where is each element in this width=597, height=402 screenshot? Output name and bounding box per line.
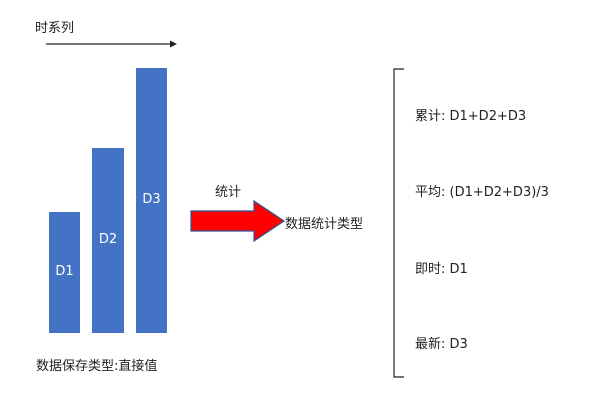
stat-type-average: 平均: (D1+D2+D3)/3	[415, 185, 549, 200]
stat-type-cumulative: 累计: D1+D2+D3	[415, 109, 527, 124]
bar-d3-label: D3	[142, 192, 161, 207]
stat-type-instant: 即时: D1	[415, 262, 468, 277]
bar-d1-label: D1	[55, 264, 74, 279]
time-axis-arrow	[46, 40, 177, 48]
storage-type-caption: 数据保存类型:直接值	[36, 359, 158, 374]
stat-type-latest: 最新: D3	[415, 337, 468, 352]
bar-d2-label: D2	[98, 232, 118, 247]
statistics-arrow	[190, 200, 286, 242]
bar-d1: D1	[49, 212, 80, 333]
time-series-title: 时系列	[35, 21, 75, 36]
bar-d3: D3	[136, 68, 167, 333]
statistics-label: 统计	[215, 185, 242, 200]
bracket-line	[393, 68, 404, 378]
statistic-type-label: 数据统计类型	[285, 217, 364, 232]
bar-d2: D2	[92, 148, 124, 333]
